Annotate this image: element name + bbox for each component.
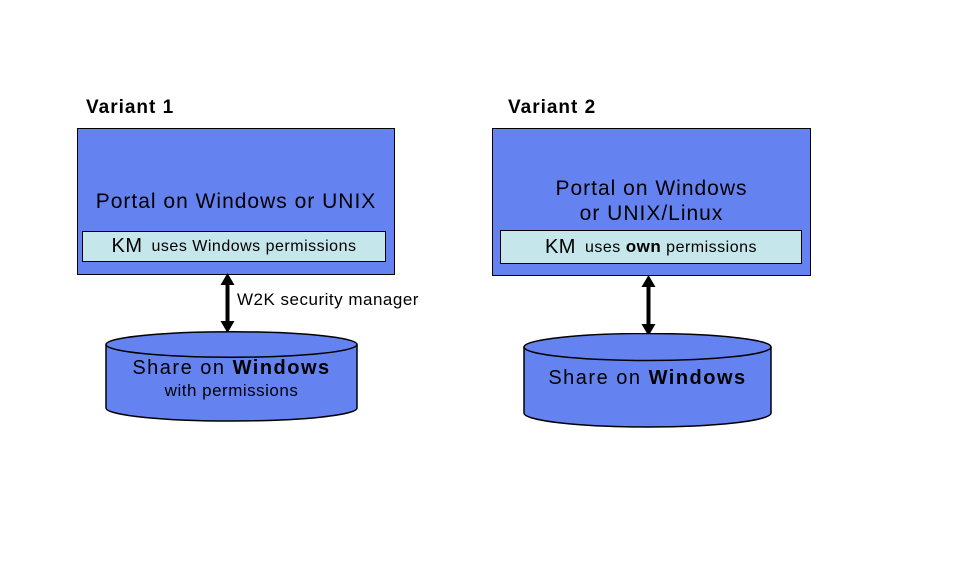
variant2-km-bar: KM uses own permissions (500, 230, 802, 264)
variant1-share-text: Share on Windows with permissions (105, 331, 358, 422)
km-text-pre: uses (584, 239, 626, 256)
variant1-km-text: uses Windows permissions (151, 237, 357, 255)
variant1-title: Variant 1 (86, 97, 175, 118)
variant1-share-line: Share on Windows (132, 357, 330, 380)
variant2-title: Variant 2 (508, 97, 597, 118)
variant1-portal-label: Portal on Windows or UNIX (95, 190, 377, 213)
variant1-km-name: KM (111, 235, 143, 257)
variant2-portal-label-line2: or UNIX/Linux (579, 202, 724, 225)
variant2-portal-box: Portal on Windows or UNIX/Linux KM uses o… (492, 128, 811, 276)
cylinder-shape (105, 331, 358, 422)
km-text-emphasis: own (625, 237, 662, 256)
cylinder-shape (523, 333, 772, 428)
variant2-portal-label-line1: Portal on Windows (555, 177, 748, 200)
variant1-connector-label: W2K security manager (237, 290, 419, 309)
share-emphasis: Windows (232, 357, 331, 379)
variant2-share-cylinder: Share on Windows (523, 333, 772, 428)
share-prefix: Share on (132, 357, 233, 379)
variant1-share-note: with permissions (164, 381, 299, 400)
variant1-double-arrow-icon (220, 273, 235, 333)
share-prefix: Share on (548, 367, 649, 389)
share-emphasis: Windows (648, 367, 747, 389)
variant2-km-text: uses own permissions (585, 237, 757, 257)
variant1-portal-box: Portal on Windows or UNIX KM uses Windows… (77, 128, 395, 275)
variant2-share-text: Share on Windows (523, 333, 772, 428)
variant1-km-bar: KM uses Windows permissions (82, 231, 386, 262)
variant2-double-arrow-icon (641, 275, 656, 336)
variant1-share-cylinder: Share on Windows with permissions (105, 331, 358, 422)
variant2-km-name: KM (544, 235, 576, 258)
km-text-post: permissions (661, 239, 758, 256)
variant2-share-line: Share on Windows (548, 367, 746, 390)
